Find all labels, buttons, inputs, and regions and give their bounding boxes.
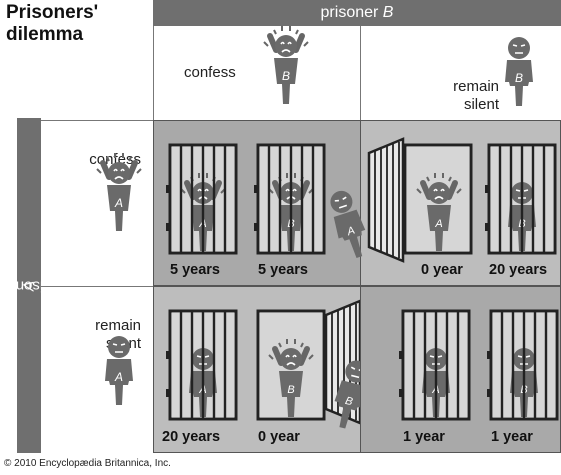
prisoner-a-confess-figure: A (119, 191, 159, 271)
prisoner-b-prefix: prisoner (320, 4, 383, 21)
prisoner-a-silent-figure: A (104, 335, 134, 406)
prisoner-b-header: prisoner B (153, 0, 561, 26)
sentence-a-confess-confess: 5 years (170, 262, 220, 278)
outcome-confess-confess: A B 5 years 5 years (153, 120, 361, 286)
prisoner-a-header: prisoner A (2, 118, 56, 453)
outcome-confess-silent: A A B 0 year 20 years (323, 120, 561, 286)
sentence-b-silent-confess: 0 year (258, 429, 300, 445)
sentence-a-silent-silent: 1 year (403, 429, 445, 445)
jails-b-free: A B B (164, 299, 374, 432)
row-header-confess: confess A (41, 120, 153, 287)
sentence-b-silent-silent: 1 year (491, 429, 533, 445)
figure-letter-b-2: B (515, 71, 523, 85)
prisoner-b-confess-figure: B (286, 64, 326, 124)
sentence-a-silent-confess: 20 years (162, 429, 221, 445)
sentence-a-confess-silent: 0 year (421, 262, 463, 278)
jails-both-confess: A B (164, 143, 326, 255)
column-header-confess: confess B (153, 26, 361, 121)
jails-both-silent: A B (397, 309, 559, 421)
prisoner-b-letter: B (382, 4, 394, 21)
column-label-confess: confess (184, 64, 236, 81)
jails-a-free: A A B (323, 137, 557, 263)
figure-letter-a: A (114, 196, 123, 210)
figure-letter-a-2: A (114, 370, 123, 384)
figure-letter-a-5: A (345, 225, 357, 239)
sentence-b-confess-confess: 5 years (258, 262, 308, 278)
figure-letter-b: B (282, 69, 290, 83)
outcome-silent-silent: A B 1 year 1 year (360, 286, 561, 453)
outcome-silent-confess: A B B 20 years 0 year (153, 286, 374, 453)
column-header-remain-silent: remain silent B (360, 26, 561, 121)
row-header-remain-silent: remain silent A (41, 286, 153, 454)
sentence-b-confess-silent: 20 years (489, 262, 548, 278)
prisoner-b-silent-figure: B (504, 36, 534, 107)
figure-letter-b-6: B (344, 395, 354, 408)
figure-letter-b-5: B (287, 384, 294, 396)
row-label-remain-silent: remain silent (95, 317, 141, 352)
figure-letter-a-4: A (434, 218, 442, 230)
copyright-credit: © 2010 Encyclopædia Britannica, Inc. (4, 458, 171, 469)
figure-title: Prisoners' dilemma (6, 2, 99, 45)
column-label-remain-silent: remain silent (453, 78, 499, 113)
